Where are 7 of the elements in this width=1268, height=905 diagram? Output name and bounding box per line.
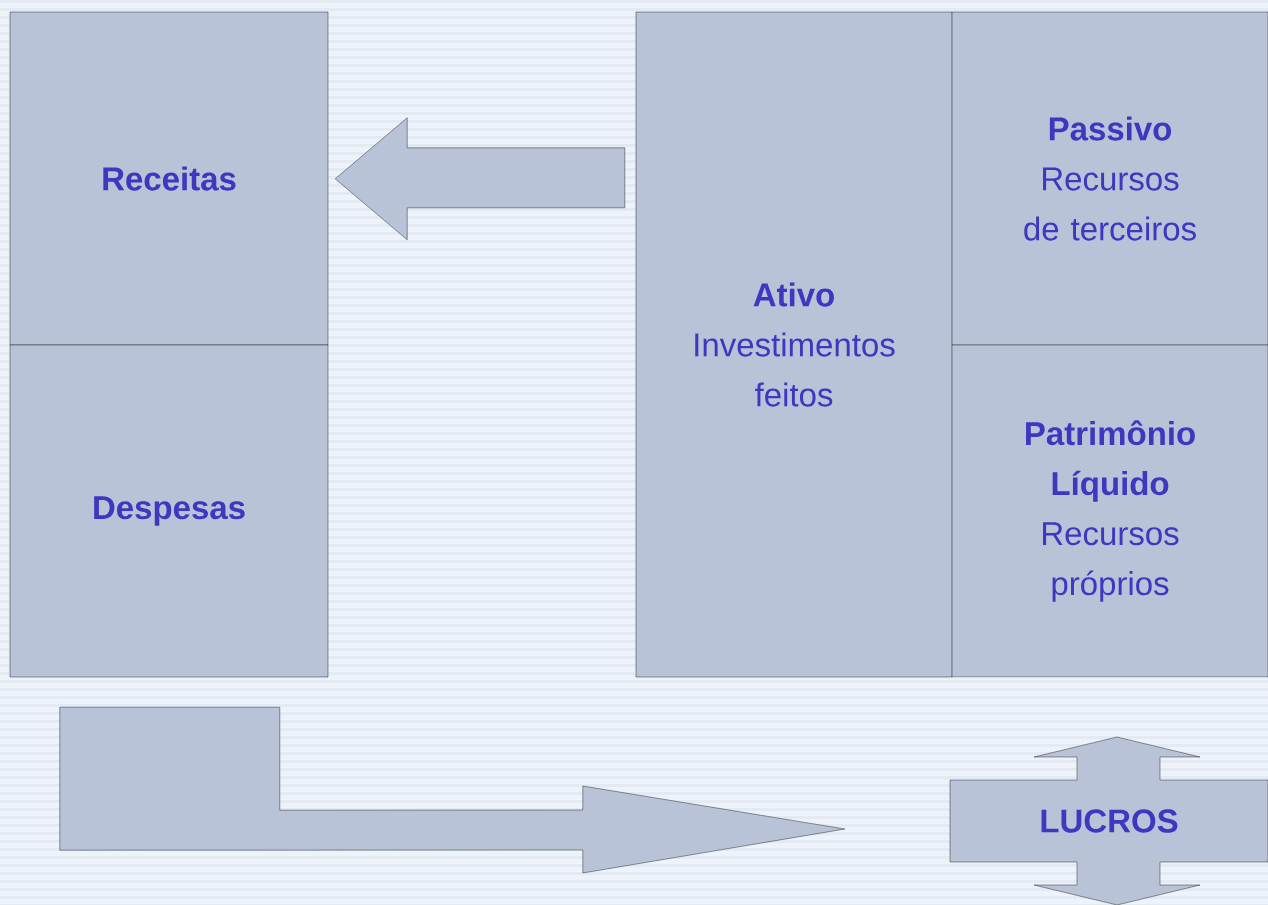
process-box: Patrimônio Líquido Recursos próprios (951, 344, 1268, 678)
block-arrow (335, 117, 625, 240)
process-box: Despesas (9, 344, 329, 678)
process-box: Receitas (9, 11, 329, 346)
double-arrow-box: LUCROS (949, 736, 1268, 905)
block-arrow (59, 707, 845, 874)
process-box: Passivo Recursos de terceiros (951, 11, 1268, 346)
